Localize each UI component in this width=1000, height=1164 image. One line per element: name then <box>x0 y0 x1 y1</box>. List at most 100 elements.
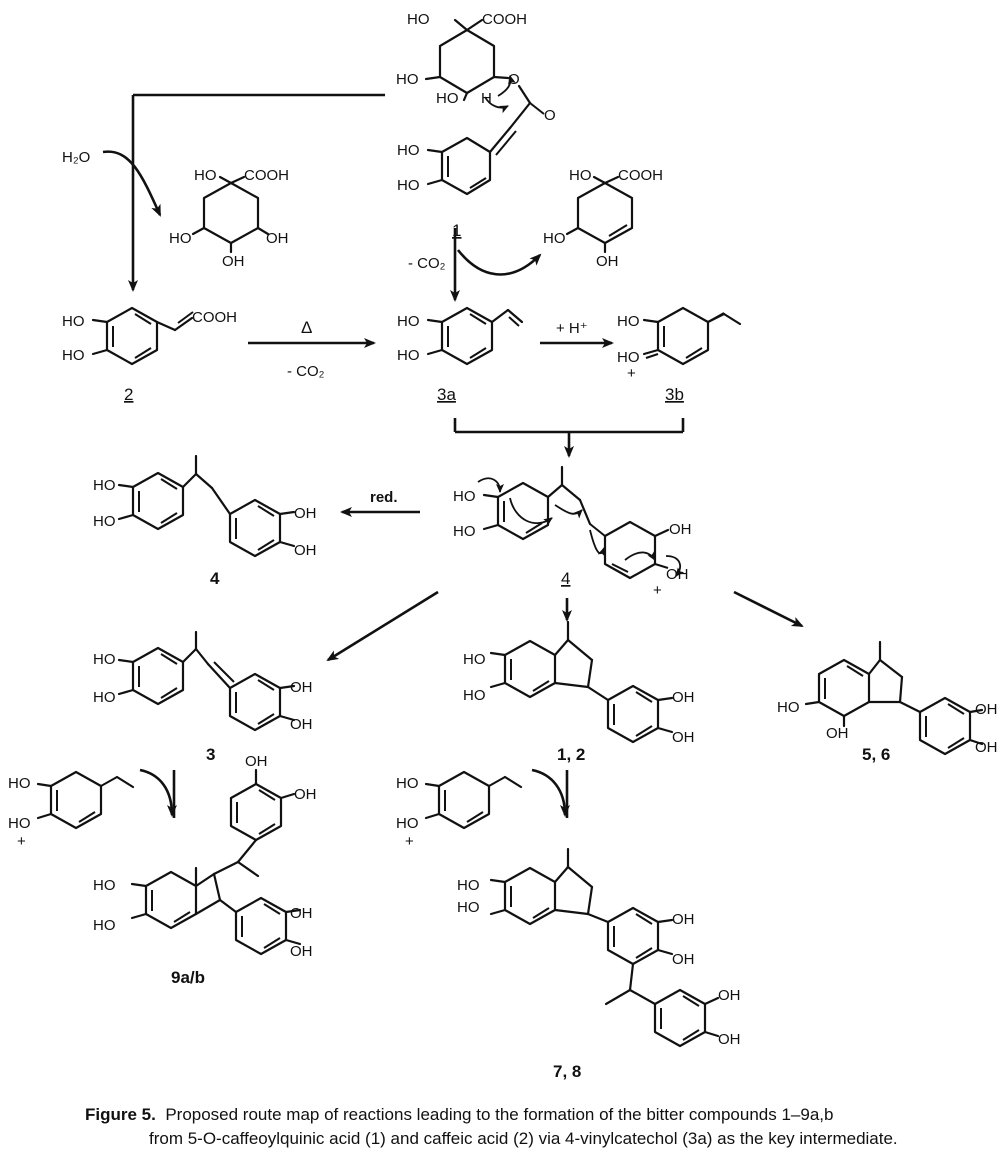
compound-label-9ab: 9a/b <box>171 968 205 987</box>
structure-quinone-methide-reagent-middle <box>424 770 523 830</box>
caption-line-2: from 5-O-caffeoylquinic acid (1) and caf… <box>149 1129 898 1148</box>
atom-label: OH <box>290 716 313 733</box>
atom-label: OH <box>975 739 998 756</box>
reagent-water: H₂O <box>62 149 90 166</box>
structure-intermediate-4-cation <box>477 465 685 580</box>
compound-label-4: 4 <box>210 569 220 588</box>
atom-label: OH <box>266 230 289 247</box>
atom-label: OH <box>975 701 998 718</box>
atom-label: HO <box>93 689 116 706</box>
atom-label: OH <box>672 951 695 968</box>
atom-label: OH <box>290 943 313 960</box>
structure-compounds-1-2 <box>489 620 674 744</box>
structure-compounds-7-8 <box>489 847 720 1048</box>
reagent-proton: + H⁺ <box>556 320 588 337</box>
structure-quinone-methide-reagent-left <box>36 770 135 830</box>
atom-label: HO <box>396 71 419 88</box>
structure-caffeic-acid <box>91 306 194 366</box>
reagent-minus-co2: - CO₂ <box>408 255 446 272</box>
atom-label: HO <box>8 775 31 792</box>
atom-label: OH <box>718 1031 741 1048</box>
compound-label-7-8: 7, 8 <box>553 1062 581 1081</box>
structure-compound-4 <box>117 454 296 558</box>
atom-label: OH <box>290 905 313 922</box>
structure-compound-9ab <box>130 768 302 956</box>
figure-caption: Figure 5. Proposed route map of reaction… <box>85 1103 985 1151</box>
compound-label-4-intermediate: 4 <box>561 569 570 588</box>
atom-label: HO <box>407 11 430 28</box>
structure-4-vinylcatechol <box>426 306 524 366</box>
atom-label: HO <box>457 877 480 894</box>
charge-plus: + <box>653 582 662 599</box>
atom-label: OH <box>666 566 689 583</box>
atom-label: HO <box>169 230 192 247</box>
atom-label: COOH <box>244 167 289 184</box>
atom-label: O <box>544 107 556 124</box>
reagent-reduction: red. <box>370 489 398 506</box>
atom-label: OH <box>672 689 695 706</box>
atom-label: HO <box>397 347 420 364</box>
atom-label: OH <box>826 725 849 742</box>
atom-label: HO <box>397 177 420 194</box>
atom-label: OH <box>294 786 317 803</box>
atom-label: HO <box>396 775 419 792</box>
atom-label: HO <box>617 313 640 330</box>
atom-label: HO <box>453 488 476 505</box>
charge-plus: + <box>17 833 26 850</box>
atom-label: OH <box>672 911 695 928</box>
atom-label: OH <box>596 253 619 270</box>
atom-label: H <box>481 90 492 107</box>
atom-label: HO <box>397 313 420 330</box>
compound-label-1-2: 1, 2 <box>557 745 585 764</box>
atom-label: OH <box>290 679 313 696</box>
structure-compound-3 <box>117 630 296 732</box>
charge-plus: + <box>627 365 636 382</box>
compound-label-3b: 3b <box>665 385 684 404</box>
compound-label-3: 3 <box>206 745 215 764</box>
atom-label: HO <box>194 167 217 184</box>
atom-label: HO <box>463 687 486 704</box>
charge-plus: + <box>405 833 414 850</box>
atom-label: COOH <box>618 167 663 184</box>
atom-label: HO <box>457 899 480 916</box>
atom-label: HO <box>617 349 640 366</box>
atom-label: OH <box>294 505 317 522</box>
structure-quinic-acid <box>191 175 270 254</box>
atom-label: HO <box>93 877 116 894</box>
compound-label-3a: 3a <box>437 385 456 404</box>
structure-dehydroquinic-acid <box>565 175 634 254</box>
atom-label: COOH <box>192 309 237 326</box>
atom-label: OH <box>718 987 741 1004</box>
structure-5-caffeoylquinic-acid <box>424 18 545 196</box>
atom-label: OH <box>672 729 695 746</box>
atom-label: HO <box>93 477 116 494</box>
atom-label: O <box>508 71 520 88</box>
structure-compounds-5-6 <box>804 640 984 756</box>
caption-text-1: Proposed route map of reactions leading … <box>165 1105 834 1124</box>
atom-label: HO <box>463 651 486 668</box>
atom-label: OH <box>245 753 268 770</box>
caption-prefix: Figure 5. <box>85 1105 156 1124</box>
atom-label: HO <box>436 90 459 107</box>
compound-label-5-6: 5, 6 <box>862 745 890 764</box>
compound-label-1: 1 <box>452 221 461 240</box>
caption-line-1: Figure 5. Proposed route map of reaction… <box>85 1103 985 1127</box>
compound-label-2: 2 <box>124 385 133 404</box>
atom-label: HO <box>777 699 800 716</box>
reagent-minus-co2: - CO₂ <box>287 363 325 380</box>
atom-label: HO <box>62 313 85 330</box>
atom-label: HO <box>93 651 116 668</box>
atom-label: HO <box>396 815 419 832</box>
atom-label: HO <box>543 230 566 247</box>
reagent-heat: Δ <box>301 318 312 337</box>
atom-label: HO <box>93 917 116 934</box>
atom-label: HO <box>453 523 476 540</box>
atom-label: OH <box>222 253 245 270</box>
atom-label: HO <box>8 815 31 832</box>
atom-label: OH <box>669 521 692 538</box>
atom-label: COOH <box>482 11 527 28</box>
atom-label: HO <box>397 142 420 159</box>
structure-quinone-methide-3b <box>642 306 742 366</box>
atom-label: OH <box>294 542 317 559</box>
